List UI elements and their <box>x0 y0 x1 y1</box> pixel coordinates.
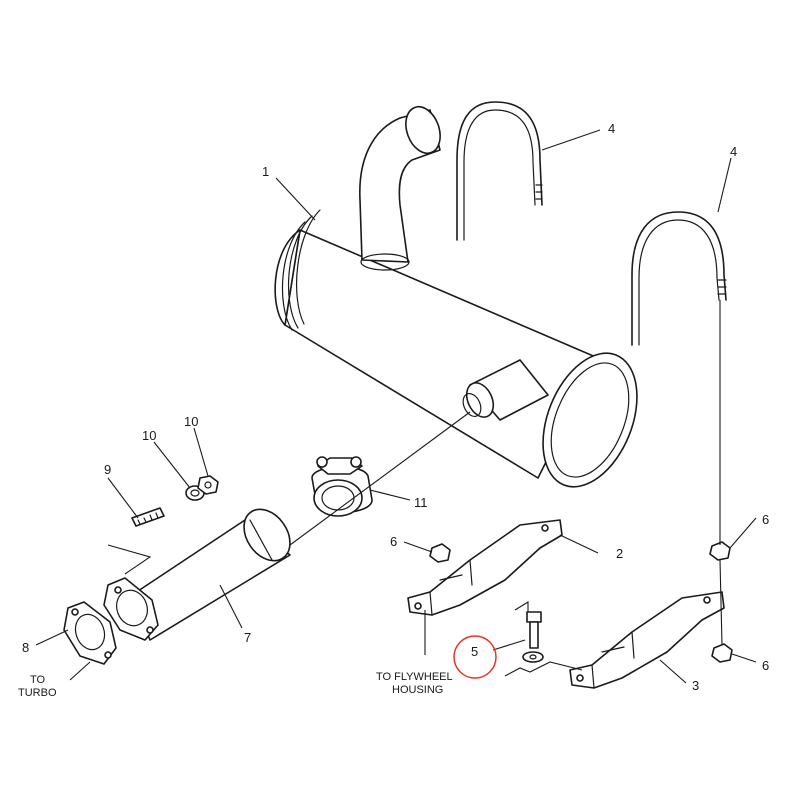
callout-10-right: 10 <box>184 414 198 429</box>
callout-10-left: 10 <box>142 428 156 443</box>
callout-8: 8 <box>22 640 29 655</box>
nut-6-right-lower <box>711 643 733 663</box>
highlight-circle <box>453 635 497 679</box>
to-turbo-line2: TURBO <box>18 687 57 699</box>
to-flywheel-line2: HOUSING <box>392 684 443 696</box>
muffler <box>274 105 638 488</box>
nut-and-washer <box>185 475 219 501</box>
callout-6-right-upper: 6 <box>762 512 769 527</box>
to-flywheel-line1: TO FLYWHEEL <box>376 671 453 683</box>
callout-2: 2 <box>616 546 623 561</box>
exhaust-pipe <box>103 508 291 641</box>
callout-7: 7 <box>244 630 251 645</box>
callout-1: 1 <box>262 164 269 179</box>
to-turbo-line1: TO <box>30 674 46 686</box>
nut-6-left <box>429 543 451 563</box>
u-bolt-lower <box>631 211 727 346</box>
bolt-and-washer <box>522 611 544 663</box>
callout-6-left: 6 <box>390 534 397 549</box>
stud <box>131 507 165 527</box>
gasket <box>63 601 117 665</box>
callout-9: 9 <box>104 462 111 477</box>
callout-3: 3 <box>692 678 699 693</box>
callout-labels: 1 2 3 4 4 5 6 6 6 7 8 9 10 10 11 <box>22 121 769 693</box>
callout-5: 5 <box>471 644 478 659</box>
callout-11: 11 <box>414 495 428 510</box>
notes: TO TURBO TO FLYWHEEL HOUSING <box>18 671 453 699</box>
u-bolt-upper <box>456 101 543 241</box>
exhaust-clamp <box>311 456 373 517</box>
callout-4-lower: 4 <box>730 144 737 159</box>
assembly-lines <box>69 300 723 681</box>
mounting-bracket-lower <box>569 591 725 689</box>
callout-4-upper: 4 <box>608 121 615 136</box>
nut-6-right-upper <box>709 541 731 561</box>
callout-leaders <box>35 129 757 684</box>
mounting-bracket-upper <box>407 519 563 616</box>
callout-6-right-lower: 6 <box>762 658 769 673</box>
